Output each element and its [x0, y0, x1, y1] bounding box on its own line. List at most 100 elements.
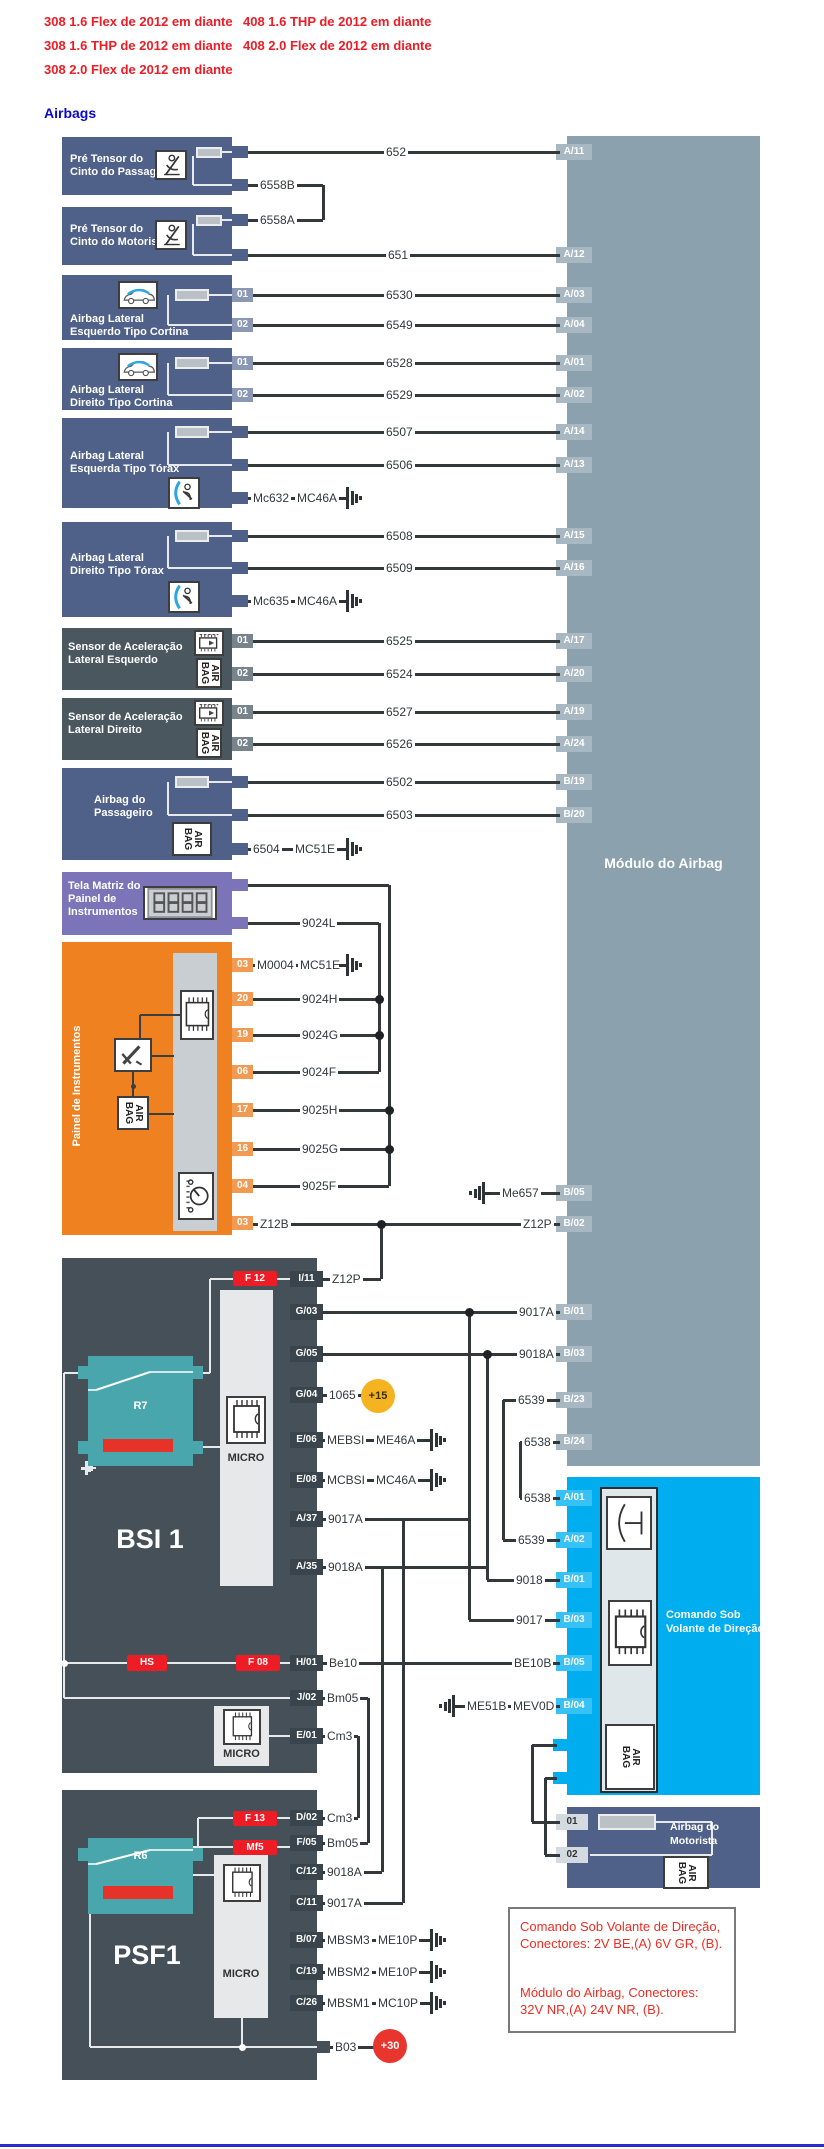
pin-06: 06	[232, 1065, 253, 1079]
pin-nub	[230, 776, 248, 788]
pin-01: 01	[232, 705, 253, 719]
wire-label: 6526	[384, 737, 415, 751]
pin-01: 01	[556, 1814, 588, 1830]
junction-dot	[130, 1083, 136, 1089]
connector-note-box: Comando Sob Volante de Direção, Conector…	[508, 1907, 736, 2033]
wire-label: MC46A	[295, 594, 340, 608]
fuse-tag-Mf5: Mf5	[233, 1840, 277, 1855]
wire-label: MBSM1	[325, 1996, 372, 2010]
comando-title-line1: Comando Sob	[666, 1609, 741, 1621]
wire-label: 6549	[384, 318, 415, 332]
pin-nub	[230, 146, 248, 158]
wire-label: MC10P	[376, 1996, 421, 2010]
wire-label: MBSM3	[325, 1933, 372, 1947]
wire	[339, 964, 347, 967]
wire	[241, 2017, 243, 2047]
wire-label: 9025F	[300, 1179, 339, 1193]
wire	[152, 1055, 174, 1057]
pin-F/05: F/05	[290, 1835, 323, 1851]
wire	[381, 1567, 384, 1872]
relay-switch	[88, 1356, 193, 1402]
resistor-icon	[175, 357, 209, 369]
wire	[531, 1745, 534, 1822]
relay-terminal	[78, 1366, 90, 1379]
wire	[193, 1446, 222, 1448]
block-label: Tela Matriz do Painel de Instrumentos	[68, 880, 141, 918]
wire	[430, 1429, 433, 1451]
wire	[222, 219, 232, 221]
relay-fuse-bar	[103, 1886, 173, 1899]
wire	[64, 1372, 88, 1374]
pin-B/03: B/03	[556, 1346, 592, 1362]
pin-nub	[230, 879, 248, 891]
wire-label: 6539	[516, 1533, 547, 1547]
wire	[458, 1705, 560, 1708]
pin-B/07: B/07	[290, 1932, 323, 1948]
note-line: Módulo do Airbag, Conectores:	[520, 1985, 699, 2000]
wire	[139, 1015, 141, 1038]
relay-terminal	[191, 1848, 203, 1861]
pin-G/03: G/03	[290, 1304, 323, 1320]
wire	[193, 254, 232, 256]
gauge-icon	[114, 1038, 152, 1072]
junction-dot	[374, 1030, 384, 1040]
wire	[443, 2001, 446, 2005]
junction-dot	[374, 994, 384, 1004]
pin-E/01: E/01	[290, 1728, 323, 1744]
wire-label: MBSM2	[325, 1965, 372, 1979]
wire	[322, 1518, 469, 1521]
wire	[209, 1279, 211, 1373]
wire	[478, 1186, 481, 1200]
wire	[519, 1442, 522, 1498]
wire	[439, 1475, 442, 1485]
wire	[590, 1854, 712, 1856]
wire-label: 6508	[384, 529, 415, 543]
pin-A/13: A/13	[556, 457, 592, 473]
wire-label: Z12P	[521, 1217, 554, 1231]
wire	[81, 1467, 86, 1470]
wire	[89, 1875, 91, 2047]
car-icon	[118, 353, 158, 381]
wire	[339, 497, 347, 500]
relay-terminal	[191, 1441, 203, 1454]
resistor-icon	[196, 147, 222, 158]
car-icon	[118, 281, 158, 309]
wire-label: B03	[333, 2040, 359, 2054]
wire-label: MC46A	[374, 1473, 419, 1487]
wire-label: 6538	[522, 1491, 553, 1505]
pin-nub	[230, 249, 248, 261]
block-psf1	[62, 1790, 317, 2080]
resistor-icon	[196, 215, 222, 226]
relay-label: R6	[133, 1850, 148, 1862]
ic-icon	[223, 1864, 261, 1902]
micro-label: MICRO	[222, 1968, 260, 1980]
note-line: 32V NR,(A) 24V NR, (B).	[520, 2002, 664, 2017]
wire	[64, 1662, 292, 1664]
airbag-label-text: AIR BAG	[620, 1745, 641, 1769]
junction-dot	[384, 1105, 394, 1115]
wire-label: 6539	[516, 1393, 547, 1407]
pin-02: 02	[232, 737, 253, 751]
wire-label: 6524	[384, 667, 415, 681]
pin-01: 01	[232, 634, 253, 648]
pin-A/11: A/11	[556, 144, 592, 160]
wire-label: 6530	[384, 288, 415, 302]
wire	[545, 1854, 560, 1857]
wire-label: 9018A	[326, 1560, 365, 1574]
pin-A/01: A/01	[556, 355, 592, 371]
pin-02: 02	[232, 318, 253, 332]
bsi-title: BSI 1	[116, 1524, 184, 1554]
airbag-label-text: AIR BAG	[676, 1861, 697, 1884]
wire	[443, 1438, 446, 1442]
ic-icon	[180, 990, 214, 1040]
wire	[502, 1400, 505, 1540]
block-label: Sensor de Aceleração Lateral Direito	[68, 711, 183, 736]
airbag-label-icon: AIR BAG	[196, 728, 222, 758]
wire-label: 652	[384, 145, 409, 159]
wire	[222, 151, 232, 153]
wire-label: 9024L	[300, 916, 338, 930]
seatbelt-icon	[155, 220, 187, 250]
note-line: Comando Sob Volante de Direção,	[520, 1919, 721, 1934]
wire	[92, 1466, 96, 1470]
